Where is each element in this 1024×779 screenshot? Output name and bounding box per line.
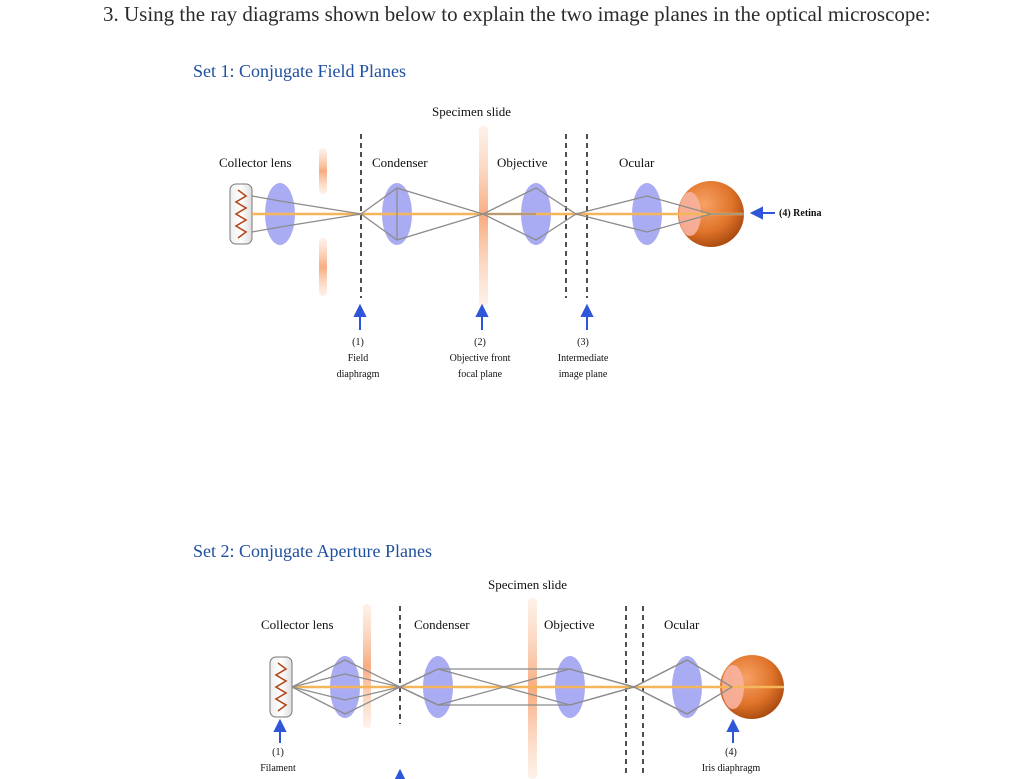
set1-plane3-label: (3) Intermediate image plane (557, 337, 609, 380)
set1-collector-label: Collector lens (219, 155, 292, 170)
set2-collector-label: Collector lens (261, 617, 334, 632)
question-text: 3. Using the ray diagrams shown below to… (103, 2, 931, 26)
set2-filament (274, 662, 288, 712)
set1-diagram (229, 126, 775, 330)
set2-specimen-slide (528, 598, 537, 779)
set1-field-diaphragm-bottom (319, 238, 327, 296)
set2-condenser-label: Condenser (414, 617, 470, 632)
set2-plane4-label: (4) Iris diaphragm (701, 747, 761, 774)
set2-diagram (269, 598, 784, 779)
set2-arrows (273, 718, 740, 779)
set1-plane2-label: (2) Objective front focal plane (449, 337, 511, 380)
set2-rays (291, 659, 733, 715)
set1-filament (234, 189, 248, 239)
set2-aperture-plate (363, 604, 371, 728)
set1-rays (251, 187, 744, 241)
set1-title: Set 1: Conjugate Field Planes (193, 61, 406, 81)
set1-objective-label: Objective (497, 155, 548, 170)
set1-ocular-label: Ocular (619, 155, 655, 170)
set1-arrows (353, 206, 775, 330)
set2-objective-label: Objective (544, 617, 595, 632)
set1-retina-label: (4) Retina (779, 208, 822, 219)
set2-ocular-label: Ocular (664, 617, 700, 632)
set1-field-diaphragm-top (319, 148, 327, 194)
set1-specimen-slide (479, 126, 488, 306)
set1-condenser-label: Condenser (372, 155, 428, 170)
set2-title: Set 2: Conjugate Aperture Planes (193, 541, 432, 561)
set1-specimen-label: Specimen slide (432, 104, 512, 119)
set2-plane1-label: (1) Filament (260, 747, 296, 774)
set1-plane1-label: (1) Field diaphragm (336, 337, 380, 380)
set2-specimen-label: Specimen slide (488, 577, 568, 592)
